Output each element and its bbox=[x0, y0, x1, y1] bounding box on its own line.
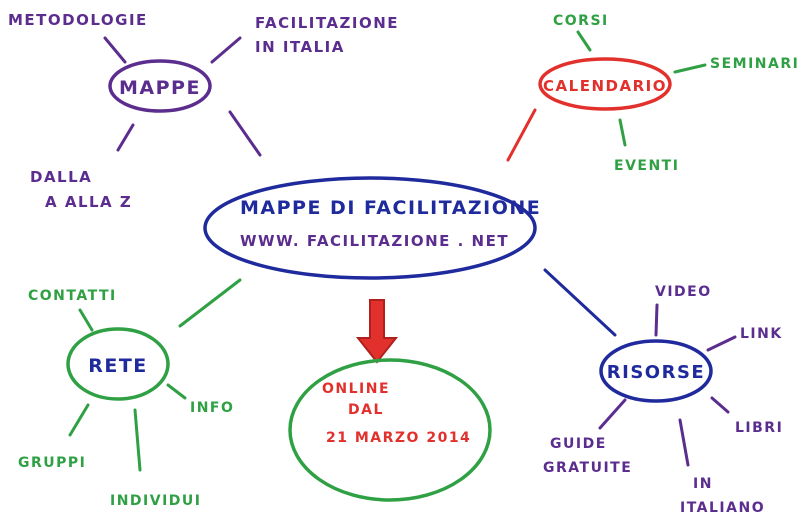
branch-facilitazione: FACILITAZIONE bbox=[255, 14, 399, 32]
branch-in: IN bbox=[693, 476, 713, 492]
calendario-ellipse bbox=[538, 57, 672, 111]
branch-video: VIDEO bbox=[655, 284, 712, 300]
branch-dalla: DALLA bbox=[30, 168, 92, 186]
rete-ellipse bbox=[66, 327, 170, 401]
branch-contatti: CONTATTI bbox=[28, 288, 117, 304]
connector bbox=[506, 108, 537, 162]
branch-seminari: SEMINARI bbox=[710, 56, 799, 72]
branch-in-italia: IN ITALIA bbox=[255, 38, 345, 56]
connector bbox=[166, 383, 187, 400]
center-ellipse bbox=[203, 176, 537, 280]
connector bbox=[710, 396, 730, 414]
node-rete: RETE CONTATTI INFO GRUPPI INDIVIDUI bbox=[18, 278, 242, 509]
branch-libri: LIBRI bbox=[735, 420, 783, 436]
node-center: MAPPE DI FACILITAZIONE WWW. FACILITAZION… bbox=[203, 176, 541, 280]
connector bbox=[178, 278, 242, 328]
connector bbox=[618, 118, 627, 147]
online-ellipse bbox=[288, 358, 492, 502]
mappe-ellipse bbox=[108, 59, 212, 113]
branch-gruppi: GRUPPI bbox=[18, 455, 86, 471]
connector bbox=[543, 268, 617, 337]
connector bbox=[133, 408, 142, 472]
connector bbox=[103, 36, 127, 64]
node-mappe: MAPPE METODOLOGIE FACILITAZIONE IN ITALI… bbox=[8, 11, 399, 211]
risorse-label: RISORSE bbox=[607, 362, 705, 383]
arrow-down-icon bbox=[355, 299, 399, 364]
branch-italiano: ITALIANO bbox=[680, 500, 765, 516]
branch-metodologie: METODOLOGIE bbox=[8, 11, 148, 29]
connector bbox=[116, 123, 135, 152]
center-title: MAPPE DI FACILITAZIONE bbox=[240, 197, 541, 219]
online-line-1: ONLINE bbox=[322, 381, 390, 397]
branch-a-alla-z: A ALLA Z bbox=[45, 193, 132, 211]
online-date: 21 MARZO 2014 bbox=[326, 430, 471, 446]
connector bbox=[654, 303, 659, 337]
connector bbox=[210, 36, 242, 64]
branch-link: LINK bbox=[740, 326, 783, 342]
connector bbox=[78, 308, 94, 332]
branch-eventi: EVENTI bbox=[614, 158, 679, 174]
branch-gratuite: GRATUITE bbox=[543, 460, 632, 476]
connector bbox=[576, 30, 592, 52]
connector bbox=[228, 110, 262, 157]
branch-info: INFO bbox=[190, 400, 234, 416]
branch-corsi: CORSI bbox=[553, 13, 609, 29]
branch-individui: INDIVIDUI bbox=[110, 493, 202, 509]
mappe-label: MAPPE bbox=[119, 77, 201, 99]
connector bbox=[706, 335, 737, 352]
connector bbox=[678, 418, 690, 467]
center-url[interactable]: WWW. FACILITAZIONE . NET bbox=[240, 232, 509, 250]
node-calendario: CALENDARIO CORSI SEMINARI EVENTI bbox=[506, 13, 799, 174]
calendario-label: CALENDARIO bbox=[543, 77, 667, 95]
node-risorse: RISORSE VIDEO LINK LIBRI GUIDE GRATUITE … bbox=[543, 268, 783, 516]
connector bbox=[598, 398, 627, 430]
rete-label: RETE bbox=[88, 355, 148, 377]
node-online: ONLINE DAL 21 MARZO 2014 bbox=[288, 299, 492, 502]
branch-guide: GUIDE bbox=[550, 436, 607, 452]
connector bbox=[68, 403, 90, 437]
risorse-ellipse bbox=[599, 339, 713, 403]
connector bbox=[673, 63, 707, 74]
online-line-2: DAL bbox=[348, 402, 384, 418]
